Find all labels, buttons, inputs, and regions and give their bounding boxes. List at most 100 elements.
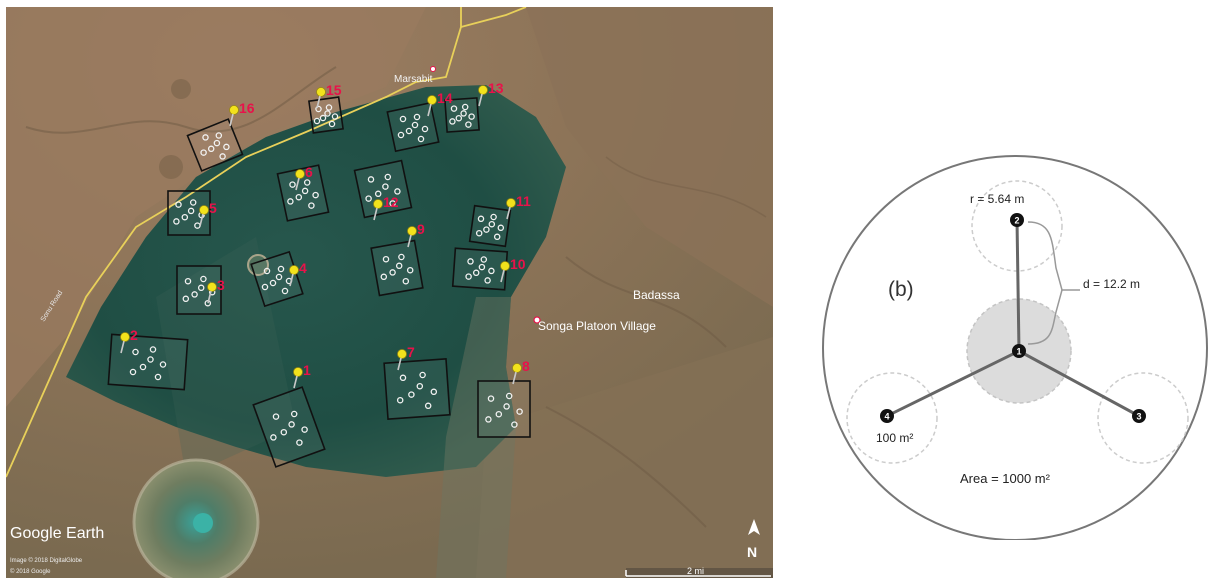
sample-point xyxy=(465,121,472,128)
node-label: 3 xyxy=(1136,412,1141,422)
sample-point xyxy=(483,226,490,233)
sample-point xyxy=(460,110,467,117)
village-label[interactable]: Songa Platoon Village xyxy=(538,319,656,333)
sample-point xyxy=(417,135,425,143)
sample-point xyxy=(416,382,424,390)
plot-square-14[interactable]: 14 xyxy=(386,90,453,153)
node-label: 4 xyxy=(884,412,889,422)
sample-point xyxy=(374,190,382,198)
sample-point xyxy=(430,388,438,396)
sample-point xyxy=(223,143,230,151)
plot-square-15[interactable]: 15 xyxy=(308,82,344,134)
scale-label: 2 mi xyxy=(687,566,704,576)
plot-border xyxy=(107,333,189,391)
spoke-2 xyxy=(1015,219,1021,352)
sample-point xyxy=(467,258,474,265)
plot-square-16[interactable]: 16 xyxy=(186,100,255,172)
sample-point xyxy=(287,198,294,205)
radius-label: r = 5.64 m xyxy=(970,192,1024,206)
sample-point xyxy=(159,361,167,368)
sample-point xyxy=(455,114,463,122)
sample-point xyxy=(191,291,198,298)
distance-label: d = 12.2 m xyxy=(1083,277,1140,291)
sample-point xyxy=(184,277,192,285)
plot-number-label: 15 xyxy=(326,82,342,98)
sample-point xyxy=(367,176,375,183)
sample-point xyxy=(270,434,277,441)
sample-point xyxy=(449,118,456,125)
plot-number-label: 6 xyxy=(305,164,313,180)
sample-point xyxy=(269,279,277,287)
sample-point xyxy=(472,269,480,277)
plot-number-label: 14 xyxy=(437,90,453,106)
sample-point xyxy=(308,202,315,209)
sample-point xyxy=(480,256,488,263)
area-label[interactable]: Badassa xyxy=(633,288,680,302)
sample-point xyxy=(313,117,321,125)
sample-point xyxy=(154,373,162,381)
sample-point xyxy=(215,132,223,139)
sample-point xyxy=(147,356,154,363)
sample-point xyxy=(484,277,491,284)
town-label[interactable]: Marsabit xyxy=(394,74,433,85)
sample-point xyxy=(478,263,486,271)
sample-point xyxy=(365,195,372,202)
plot-square-5[interactable]: 5 xyxy=(167,190,217,236)
sample-point xyxy=(399,115,407,123)
sample-point xyxy=(419,371,426,379)
subplot-node-1: 1 xyxy=(1012,344,1026,358)
plot-number-label: 7 xyxy=(407,344,415,360)
plot-square-10[interactable]: 10 xyxy=(451,247,526,291)
sample-point xyxy=(382,183,389,190)
sample-point xyxy=(175,201,182,208)
sample-point xyxy=(405,127,413,135)
sample-point xyxy=(187,207,195,215)
plot-square-9[interactable]: 9 xyxy=(370,221,425,297)
spoke-3 xyxy=(1018,349,1140,418)
sample-point xyxy=(129,368,137,376)
sample-point xyxy=(290,410,298,418)
plot-number-label: 3 xyxy=(217,277,225,293)
plot-border xyxy=(353,159,413,219)
north-label: N xyxy=(747,544,757,560)
sample-point xyxy=(408,391,415,398)
plot-square-2[interactable]: 2 xyxy=(107,327,189,391)
plot-square-6[interactable]: 6 xyxy=(276,164,330,222)
sample-point xyxy=(413,113,421,121)
plot-square-4[interactable]: 4 xyxy=(250,250,307,308)
sample-point xyxy=(296,439,303,446)
plot-number-label: 2 xyxy=(130,327,138,343)
sample-point xyxy=(495,410,503,418)
plot-square-3[interactable]: 3 xyxy=(176,265,225,315)
sample-point xyxy=(477,215,485,223)
sample-point xyxy=(389,200,396,207)
sample-point xyxy=(289,181,296,188)
sample-point xyxy=(189,199,197,206)
plot-square-1[interactable]: 1 xyxy=(252,362,326,468)
plot-square-13[interactable]: 13 xyxy=(444,80,504,133)
sample-point xyxy=(173,218,180,225)
plot-square-11[interactable]: 11 xyxy=(468,193,531,248)
sample-point xyxy=(132,348,139,356)
sample-point xyxy=(488,267,495,275)
node-label: 2 xyxy=(1014,216,1019,226)
sample-point xyxy=(331,113,339,120)
sample-point xyxy=(411,121,419,129)
plot-square-7[interactable]: 7 xyxy=(383,344,451,420)
plot-number-label: 10 xyxy=(510,256,526,272)
plot-area-label: Area = 1000 m² xyxy=(960,471,1051,486)
plot-number-label: 16 xyxy=(239,100,255,116)
plot-number-label: 5 xyxy=(209,200,217,216)
north-arrow[interactable]: N xyxy=(747,519,760,560)
plot-square-12[interactable]: 12 xyxy=(353,159,413,221)
plot-square-8[interactable]: 8 xyxy=(477,358,531,438)
sample-point xyxy=(303,179,311,186)
google-earth-logo: Google Earth xyxy=(10,525,104,542)
sample-point xyxy=(396,396,404,404)
sample-point xyxy=(200,149,207,156)
sample-point xyxy=(424,402,432,410)
plot-number-label: 12 xyxy=(383,194,399,210)
sample-point xyxy=(280,428,288,436)
